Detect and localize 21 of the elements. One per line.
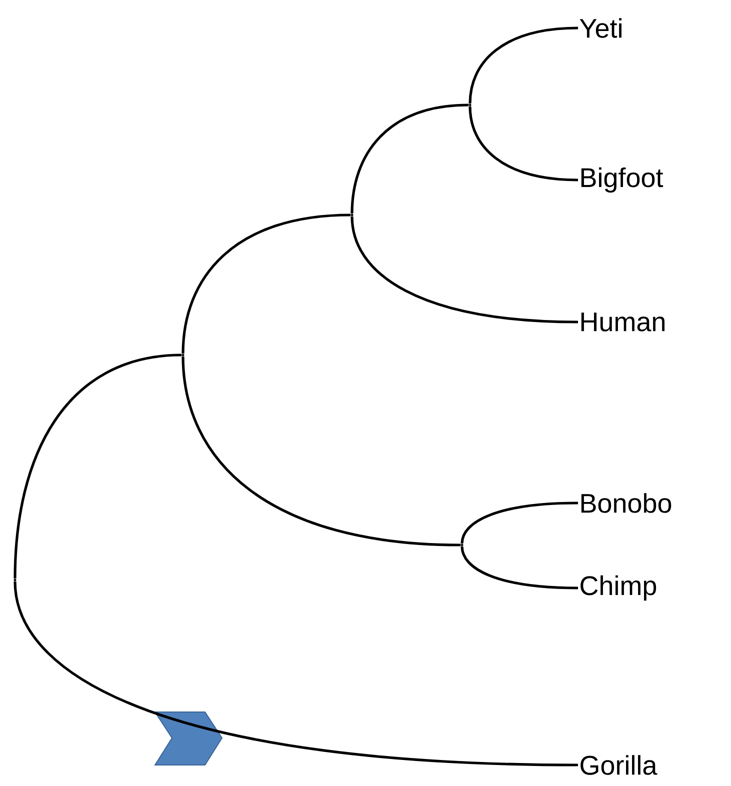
tree-branch — [460, 546, 578, 590]
species-label: Bonobo — [581, 493, 672, 513]
species-label: Chimp — [580, 575, 656, 601]
tree-branch — [350, 104, 469, 214]
tree-branch — [182, 356, 461, 546]
tree-branch — [14, 354, 182, 579]
branch-point — [14, 578, 16, 582]
tree-branch — [14, 581, 578, 766]
species-label: Yeti — [580, 18, 622, 38]
tree-branch — [468, 106, 578, 182]
branch-point — [182, 354, 184, 356]
branch-point — [460, 544, 464, 546]
species-label: Gorilla — [580, 755, 658, 775]
species-label: Human — [581, 312, 664, 332]
tree-branch — [182, 214, 351, 354]
species-label: Bigfoot — [581, 167, 664, 193]
branch-point — [468, 104, 472, 106]
tree-branch — [468, 26, 578, 104]
tree-branch — [350, 216, 578, 324]
branch-point — [350, 214, 354, 216]
tree-branch — [460, 502, 578, 544]
